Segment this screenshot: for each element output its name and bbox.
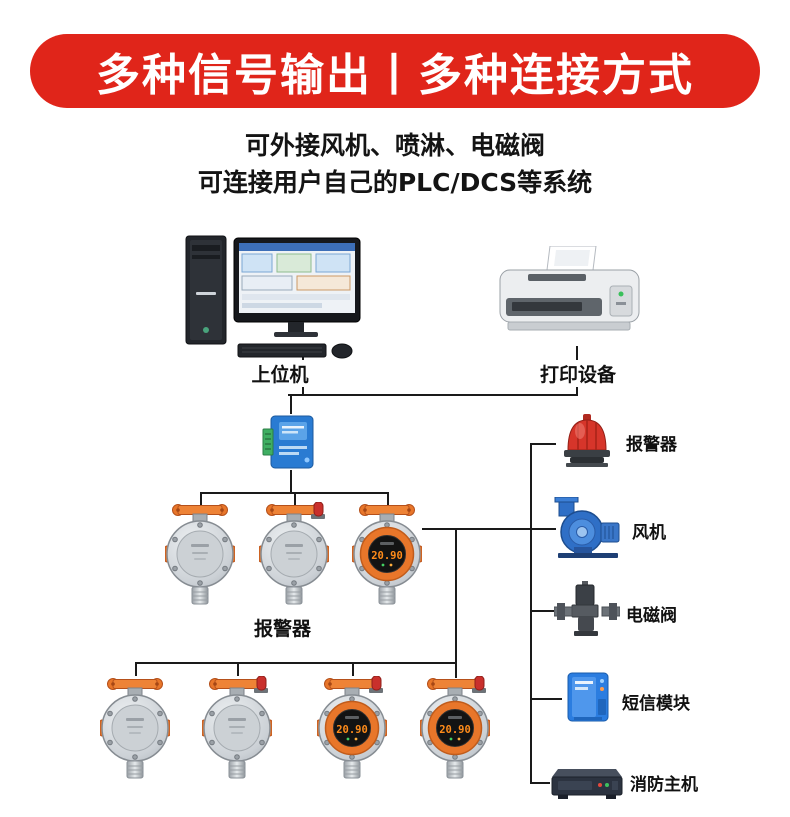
- connector-line: [135, 662, 137, 676]
- gas-detector-icon: [100, 677, 170, 779]
- device-label-fan: 风机: [632, 523, 666, 543]
- sms-module-icon: [567, 672, 609, 722]
- gas-detector-display-red-icon: [420, 676, 490, 779]
- gas-detector-red-sensor-icon: [202, 676, 272, 779]
- subtitle-line-2: 可连接用户自己的PLC/DCS等系统: [197, 168, 593, 197]
- device-label-alarm: 报警器: [626, 435, 677, 455]
- connector-line: [530, 782, 550, 784]
- blower-fan-icon: [554, 497, 620, 558]
- printer-icon: [499, 246, 640, 331]
- connector-line: [200, 492, 202, 506]
- gas-detector-display-icon: [352, 503, 422, 605]
- connector-line: [135, 662, 456, 664]
- signal-converter-module-icon: [262, 415, 314, 469]
- subtitle-line-1: 可外接风机、喷淋、电磁阀: [244, 131, 545, 160]
- connector-line: [288, 394, 578, 396]
- solenoid-valve-icon: [554, 581, 620, 636]
- detector-group-label: 报警器: [225, 614, 340, 641]
- connector-line: [294, 492, 296, 506]
- device-label-sms: 短信模块: [622, 694, 690, 714]
- connector-line: [237, 662, 239, 676]
- alarm-beacon-icon: [564, 414, 610, 467]
- connector-line: [530, 610, 554, 612]
- connector-line: [290, 470, 292, 492]
- connector-line: [530, 443, 556, 445]
- banner: 多种信号输出丨多种连接方式: [30, 34, 760, 108]
- banner-title: 多种信号输出丨多种连接方式: [96, 50, 694, 101]
- gas-detector-icon: [165, 503, 235, 605]
- gas-detector-display-red-icon: [317, 676, 387, 779]
- gas-detector-red-sensor-icon: [259, 502, 329, 605]
- fire-control-host-icon: [551, 769, 623, 799]
- connector-line: [530, 443, 532, 783]
- connector-line: [290, 394, 292, 414]
- device-label-valve: 电磁阀: [626, 606, 677, 626]
- computer-label: 上位机: [220, 360, 340, 387]
- printer-label: 打印设备: [518, 360, 638, 387]
- connector-line: [387, 492, 389, 506]
- connector-line: [455, 528, 457, 678]
- connector-line: [422, 528, 556, 530]
- desktop-computer-icon: [185, 235, 361, 359]
- connector-line: [530, 698, 562, 700]
- connector-line: [352, 662, 354, 676]
- device-label-fire-host: 消防主机: [630, 775, 698, 795]
